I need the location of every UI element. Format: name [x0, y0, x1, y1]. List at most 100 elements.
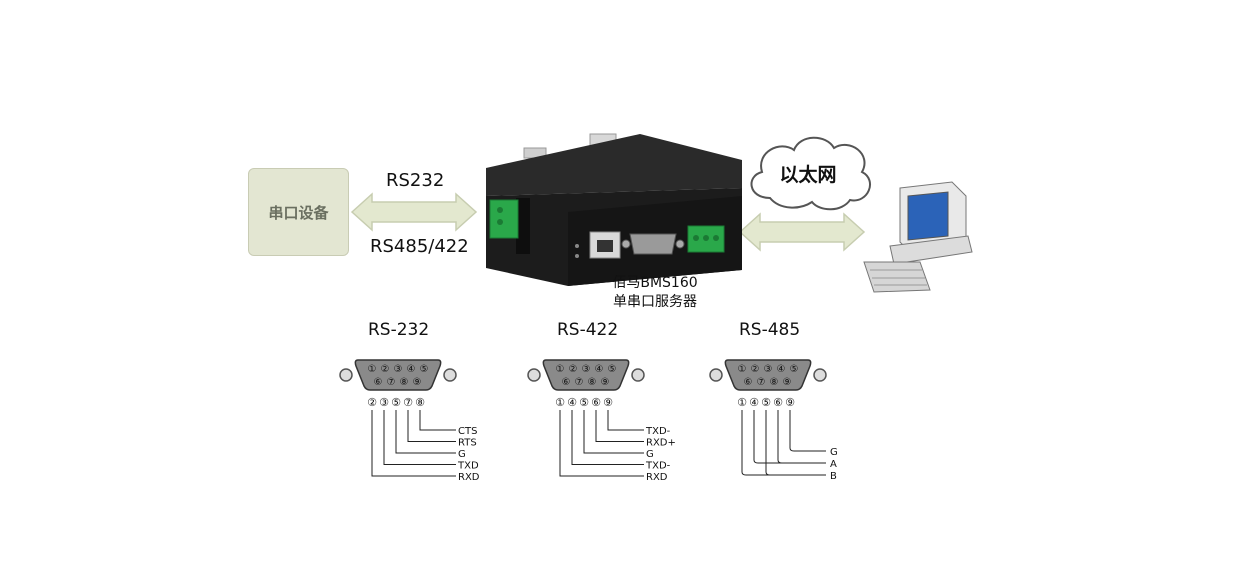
used-pin-label: ⑧	[415, 396, 425, 409]
used-pin-label: ④	[567, 396, 577, 409]
signal-label: RXD+	[646, 438, 676, 449]
right-double-arrow	[738, 212, 866, 252]
db9-pin-label: ⑨	[783, 377, 792, 388]
signal-wire	[607, 410, 644, 431]
rs485-422-link-label: RS485/422	[370, 236, 469, 257]
signal-label: RXD	[646, 472, 668, 483]
signal-wire	[583, 410, 644, 454]
db9-pin-label: ①	[738, 364, 747, 375]
signal-wire	[371, 410, 456, 477]
signal-label: CTS	[458, 426, 477, 437]
db9-pin-label: ②	[381, 364, 390, 375]
signal-wire	[765, 410, 826, 476]
db9-pin-label: ⑧	[400, 377, 409, 388]
db9-pin-label: ④	[777, 364, 786, 375]
db9-pin-label: ⑥	[744, 377, 753, 388]
signal-label: A	[830, 459, 837, 470]
screw-icon	[527, 368, 541, 382]
db9-pin-label: ⑦	[387, 377, 396, 388]
rs485-section-title: RS-485	[739, 320, 801, 340]
db9-shell	[542, 359, 630, 391]
device-name: 佰马BMS160 单串口服务器	[600, 274, 710, 312]
signal-wire	[595, 410, 644, 442]
used-pin-label: ①	[555, 396, 565, 409]
computer-icon	[863, 181, 973, 293]
db9-pin-label: ②	[751, 364, 760, 375]
device-name-line1: 佰马BMS160	[612, 275, 698, 291]
signal-label: TXD-	[645, 426, 671, 437]
rs232-link-label: RS232	[386, 170, 445, 191]
db9-pin-label: ⑥	[562, 377, 571, 388]
db9-pin-label: ⑥	[374, 377, 383, 388]
signal-wire	[777, 410, 826, 464]
device-name-line2: 单串口服务器	[613, 294, 697, 310]
signal-label: TXD	[457, 461, 479, 472]
db9-pin-label: ⑧	[770, 377, 779, 388]
db9-pin-label: ①	[556, 364, 565, 375]
signal-label: G	[458, 449, 466, 460]
db9-pin-label: ③	[394, 364, 403, 375]
used-pin-label: ②	[367, 396, 377, 409]
db9-pin-label: ⑨	[413, 377, 422, 388]
signal-wire	[419, 410, 456, 431]
used-pin-label: ⑦	[403, 396, 413, 409]
ethernet-label: 以太网	[779, 164, 837, 186]
signal-wire	[407, 410, 456, 442]
used-pin-label: ⑥	[773, 396, 783, 409]
used-pin-label: ⑨	[603, 396, 613, 409]
signal-label: RTS	[458, 438, 477, 449]
signal-label: B	[830, 471, 837, 482]
screw-icon	[709, 368, 723, 382]
db9-pin-label: ④	[595, 364, 604, 375]
used-pin-label: ⑨	[785, 396, 795, 409]
signal-wire	[741, 410, 826, 476]
used-pin-label: ⑤	[391, 396, 401, 409]
signal-label: RXD	[458, 472, 480, 483]
signal-wire	[789, 410, 826, 452]
signal-wire	[383, 410, 456, 465]
used-pin-label: ③	[379, 396, 389, 409]
ethernet-cloud-icon	[750, 136, 871, 211]
used-pin-label: ⑤	[761, 396, 771, 409]
db9-shell	[354, 359, 442, 391]
signal-label: TXD-	[645, 461, 671, 472]
db9-pin-label: ⑦	[575, 377, 584, 388]
db9-pin-label: ④	[407, 364, 416, 375]
db9-pin-label: ③	[764, 364, 773, 375]
db9-shell	[724, 359, 812, 391]
screw-icon	[443, 368, 457, 382]
serial-device-label: 串口设备	[268, 203, 329, 222]
db9-pin-label: ⑤	[790, 364, 799, 375]
serial-server-device	[486, 133, 742, 286]
db9-pin-label: ⑦	[757, 377, 766, 388]
db9-pin-label: ⑤	[608, 364, 617, 375]
screw-icon	[339, 368, 353, 382]
screw-icon	[631, 368, 645, 382]
screw-icon	[813, 368, 827, 382]
signal-wire	[753, 410, 826, 464]
signal-wire	[559, 410, 644, 477]
signal-wire	[571, 410, 644, 465]
signal-label: G	[646, 449, 654, 460]
rs232-section-title: RS-232	[368, 320, 430, 340]
used-pin-label: ⑥	[591, 396, 601, 409]
db9-pin-label: ⑤	[420, 364, 429, 375]
db9-pin-label: ⑧	[588, 377, 597, 388]
used-pin-label: ①	[737, 396, 747, 409]
db9-pin-label: ③	[582, 364, 591, 375]
db9-pin-label: ①	[368, 364, 377, 375]
rs422-section-title: RS-422	[557, 320, 619, 340]
db9-pin-label: ②	[569, 364, 578, 375]
db9-pin-label: ⑨	[601, 377, 610, 388]
signal-wire	[395, 410, 456, 454]
used-pin-label: ④	[749, 396, 759, 409]
signal-label: G	[830, 447, 838, 458]
used-pin-label: ⑤	[579, 396, 589, 409]
serial-device-box: 串口设备	[248, 168, 349, 256]
